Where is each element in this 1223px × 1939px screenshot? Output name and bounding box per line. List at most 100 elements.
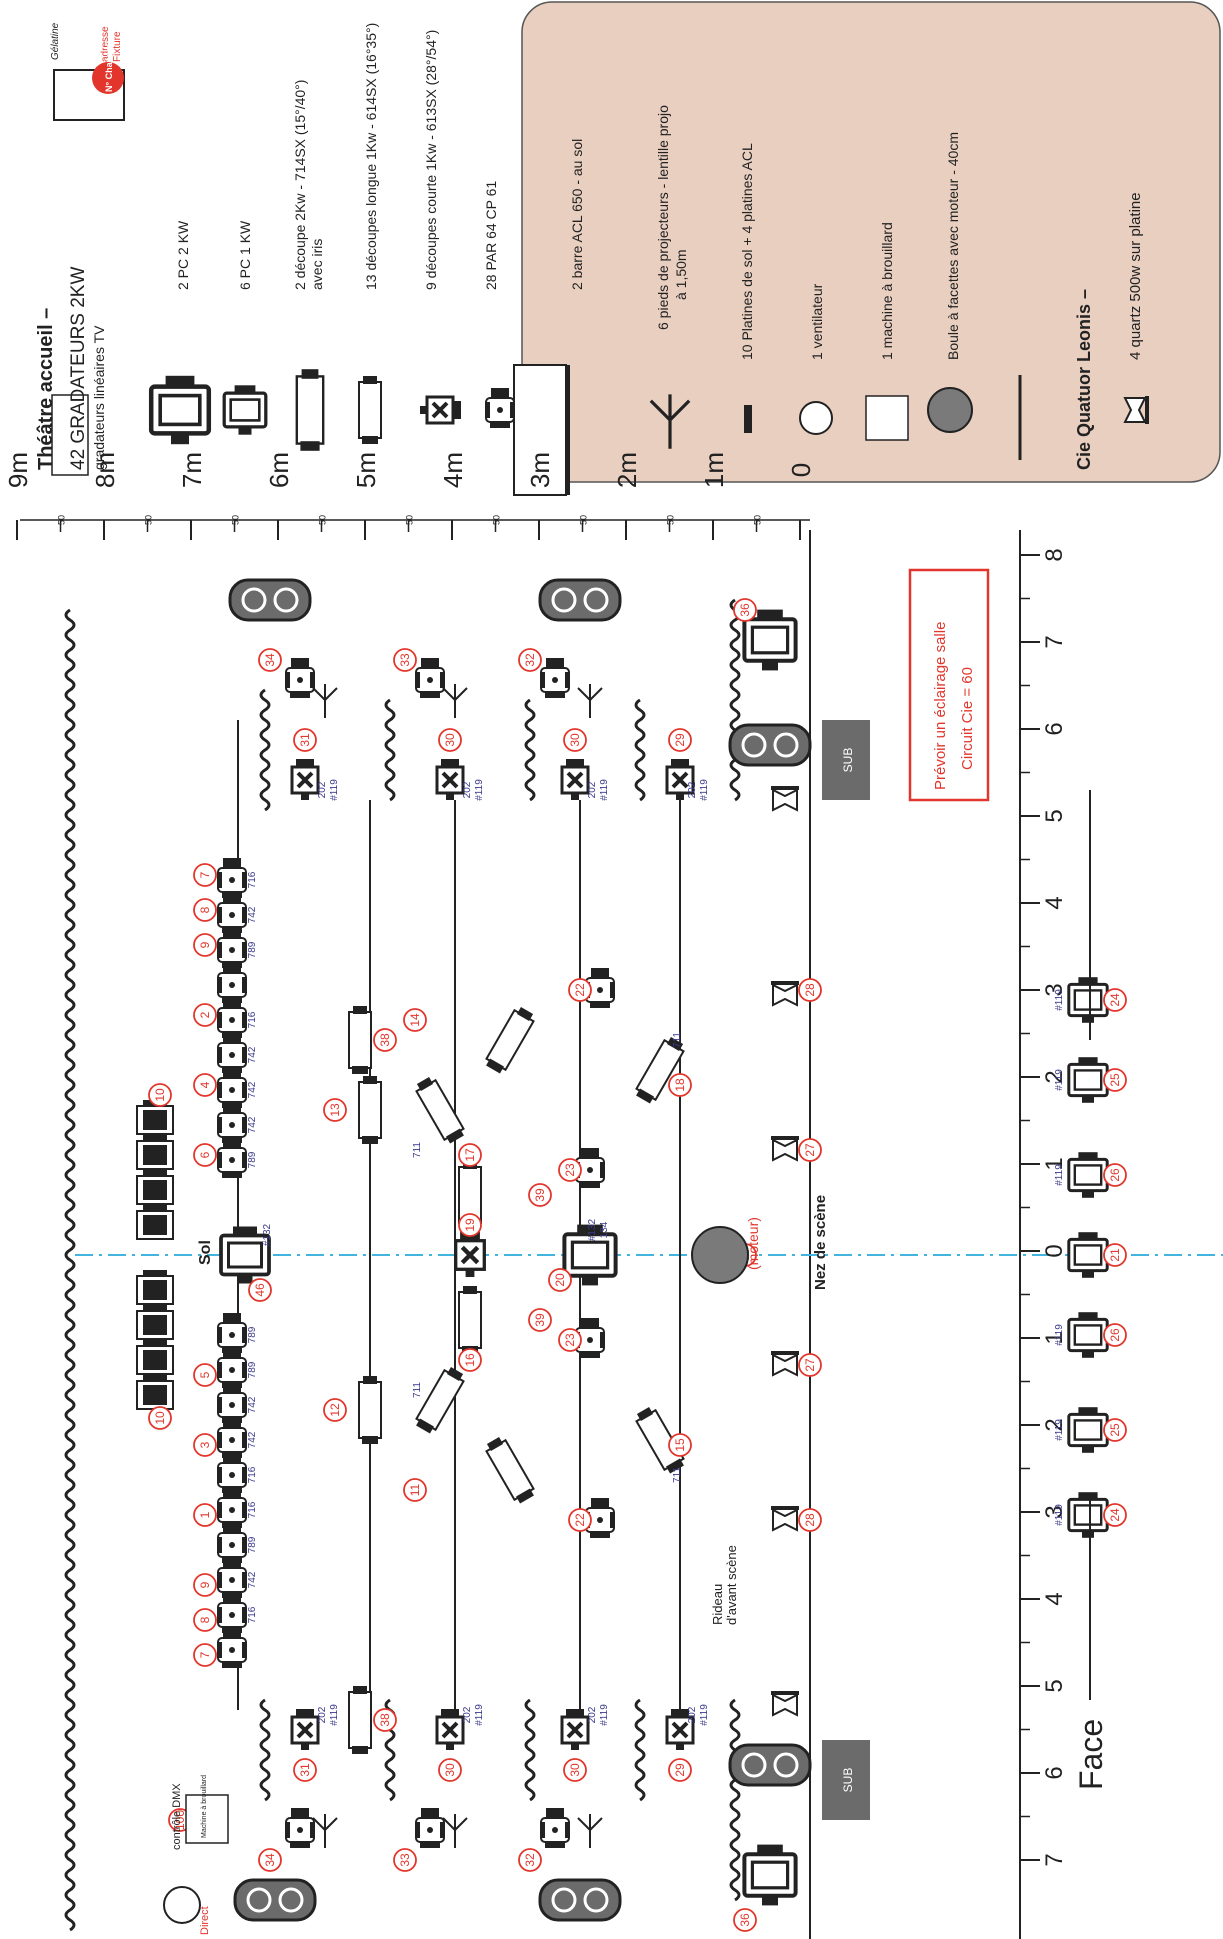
gel-label: 134 <box>599 1221 610 1238</box>
curtain <box>384 698 396 802</box>
circuit-number: 39 <box>533 1188 547 1202</box>
par-fixture <box>217 892 247 934</box>
circuit-badge <box>458 1213 482 1237</box>
stage-tick-label: 5 <box>1041 1679 1068 1692</box>
salle-box <box>908 568 990 802</box>
gel-label: #119 <box>474 779 485 801</box>
circuit-badge <box>193 1643 217 1667</box>
decoupe-courte-fixture <box>290 1707 320 1752</box>
circuit-badge <box>1103 1243 1127 1267</box>
circuit-labels: 7892467891351010461312383819171639391411… <box>148 598 1127 1932</box>
circuit-badge <box>798 1508 822 1532</box>
stage-tick-label: 8 <box>1041 548 1068 561</box>
circuit-number: 22 <box>573 983 587 997</box>
circuit-badge <box>373 1028 397 1052</box>
dmx-fog-box <box>185 1794 229 1844</box>
legend-item: à 1,50m <box>673 249 689 300</box>
gel-label: #119 <box>1054 1419 1065 1441</box>
par-fixture <box>217 997 247 1039</box>
par-fixture <box>217 1627 247 1669</box>
scale-label: 5m <box>351 452 381 488</box>
circuit-badge <box>373 1708 397 1732</box>
gel-labels: 7167427897167427427427897897897427427167… <box>247 779 1065 1726</box>
legend-item: 9 découpes courte 1Kw - 613SX (28°/54°) <box>423 30 439 290</box>
gel-label: 789 <box>247 1536 258 1553</box>
circuit-number: 46 <box>253 1283 267 1297</box>
legend-pc1-icon <box>222 383 268 437</box>
gel-label: #119 <box>329 1704 340 1726</box>
tripod <box>312 1813 338 1849</box>
stage-tick-label: 7 <box>1041 1853 1068 1866</box>
circuit-badge <box>248 1278 272 1302</box>
salle-label-2: Circuit Cie = 60 <box>959 667 976 770</box>
pc-fixture <box>1067 1405 1109 1455</box>
legend-key-adresse: adresse <box>100 26 111 62</box>
stage-tick-label: 1 <box>1041 1331 1068 1344</box>
circuit-number: 8 <box>198 906 212 913</box>
speaker <box>233 1878 317 1922</box>
sub-left-label: SUB <box>841 1768 855 1793</box>
circuit-number: 22 <box>573 1513 587 1527</box>
circuit-badge <box>563 1758 587 1782</box>
circuit-badge <box>193 1363 217 1387</box>
dimmers-box <box>51 394 89 476</box>
circuit-badge <box>293 728 317 752</box>
circuit-badge <box>1103 988 1127 1012</box>
par-fixture <box>540 1807 570 1849</box>
quartz-fixture <box>770 1690 800 1716</box>
circuit-badge <box>528 1183 552 1207</box>
stage-tick-label: 2 <box>1041 1418 1068 1431</box>
curtains <box>64 598 741 1932</box>
decoupe-courte-fixture <box>435 1707 465 1752</box>
circuit-number: 100 <box>173 1810 187 1830</box>
circuit-badge <box>568 1508 592 1532</box>
circuit-badge <box>548 1268 572 1292</box>
circuit-number: 21 <box>1108 1248 1122 1262</box>
circuit-number: 27 <box>803 1143 817 1157</box>
salle-label-1: Prévoir un éclairage salle <box>932 622 949 790</box>
stage-tick-label: 3 <box>1041 1505 1068 1518</box>
par-fixture <box>217 1382 247 1424</box>
circuit-badge <box>438 728 462 752</box>
decoupe-courte-fixture <box>560 1707 590 1752</box>
circuit-number: 30 <box>443 1763 457 1777</box>
circuit-badge <box>258 1848 282 1872</box>
circuit-number: 34 <box>263 1853 277 1867</box>
circuit-number: 39 <box>533 1313 547 1327</box>
gel-label: 202 <box>687 781 698 798</box>
legend-item: 13 découpes longue 1Kw - 614SX (16°35°) <box>363 23 379 290</box>
circuit-badge <box>193 1573 217 1597</box>
circuit-badge <box>438 1758 462 1782</box>
circuit-badge <box>518 1848 542 1872</box>
circuit-number: 31 <box>298 733 312 747</box>
stage-tick-label: 3 <box>1041 983 1068 996</box>
circuit-badge <box>668 1758 692 1782</box>
legend-group2-item: 4 quartz 500w sur platine <box>1127 192 1144 360</box>
gel-label: 789 <box>247 1361 258 1378</box>
circuit-badge <box>558 1328 582 1352</box>
circuit-number: 33 <box>398 653 412 667</box>
circuit-number: 36 <box>738 603 752 617</box>
decoupe-fixture <box>358 1375 382 1445</box>
par-fixture <box>217 1032 247 1074</box>
gel-label: 711 <box>412 1142 423 1158</box>
circuit-badge <box>798 978 822 1002</box>
gel-label: 789 <box>247 1326 258 1343</box>
par-fixture <box>285 657 315 699</box>
legend-item: 6 PC 1 KW <box>237 220 253 290</box>
decoupe-fixture <box>348 1685 372 1755</box>
tripod <box>577 683 603 719</box>
par-fixture <box>415 1807 445 1849</box>
gel-label: 202 <box>687 1706 698 1723</box>
gel-label: #132 <box>587 1218 598 1241</box>
circuit-number: 28 <box>803 983 817 997</box>
circuit-number: 20 <box>553 1273 567 1287</box>
legend-item: 2 barre ACL 650 - au sol <box>569 139 585 290</box>
circuit-number: 16 <box>463 1353 477 1367</box>
scale-half-label: 50 <box>492 515 502 525</box>
circuit-number: 4 <box>198 1081 212 1088</box>
legend-item: avec iris <box>309 239 325 290</box>
gel-label: #119 <box>1054 1324 1065 1346</box>
sol-label: Sol <box>197 1240 214 1265</box>
